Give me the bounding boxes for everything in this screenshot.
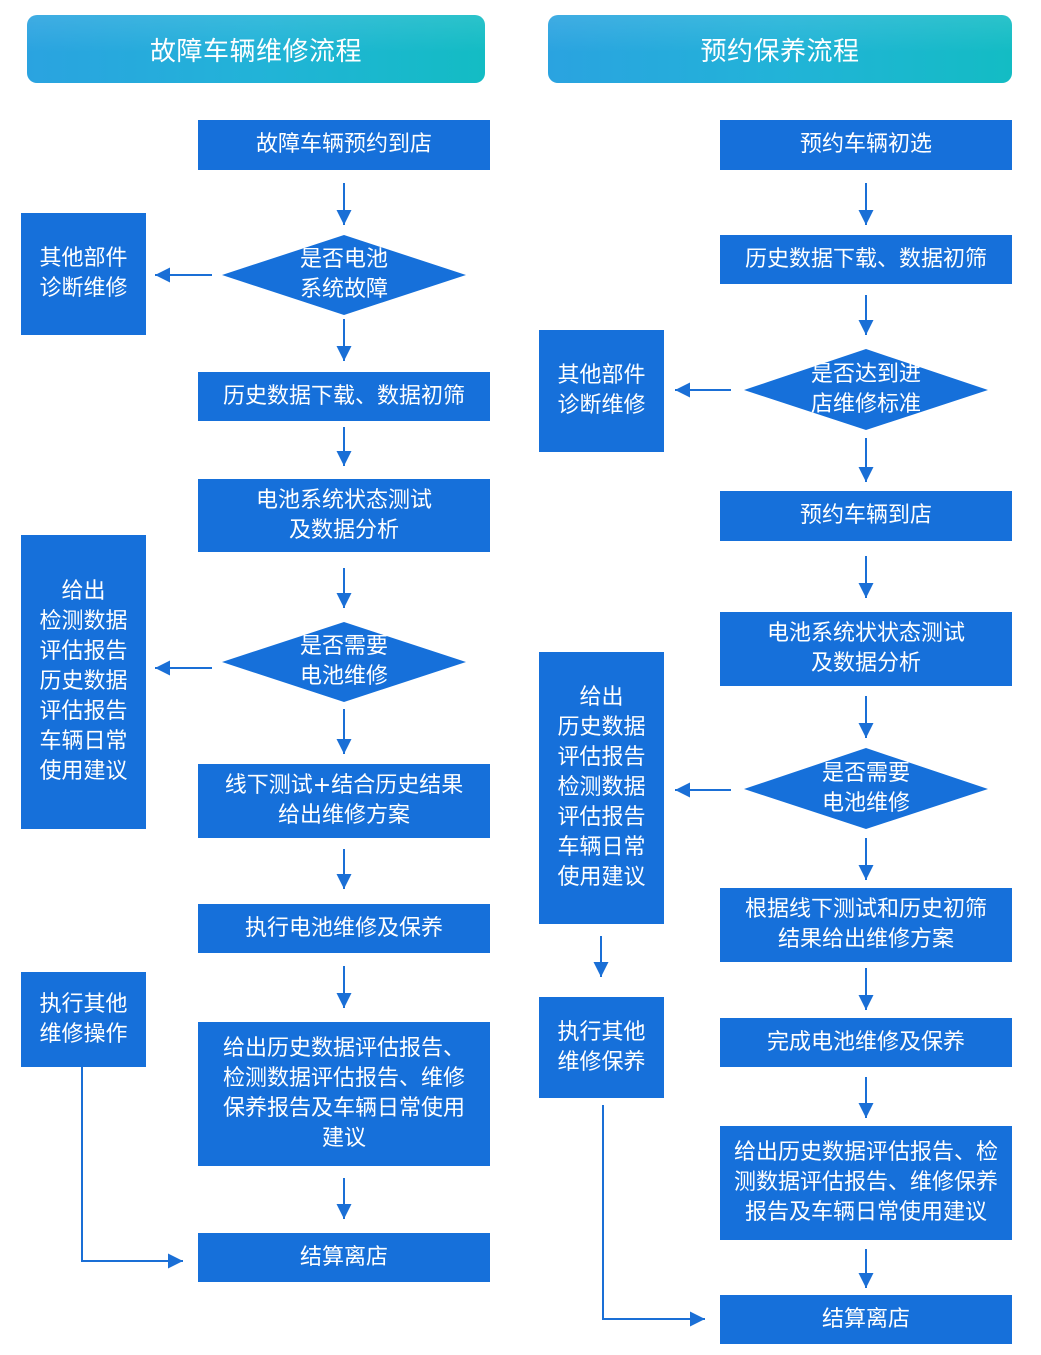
fault-side-other-repair: 执行其他 维修操作 — [21, 972, 146, 1067]
maintenance-header: 预约保养流程 — [548, 15, 1012, 83]
maint-step-preselect: 预约车辆初选 — [720, 120, 1012, 170]
fault-decision-need-repair-shape — [222, 622, 466, 702]
maint-step-reports: 给出历史数据评估报告、检 测数据评估报告、维修保养 报告及车辆日常使用建议 — [720, 1126, 1012, 1240]
maint-decision-meets-standard-label: 是否达到进 店维修标准 — [810, 361, 921, 417]
fault-step-appointment: 故障车辆预约到店 — [198, 120, 490, 170]
maint-step-arrival: 预约车辆到店 — [720, 491, 1012, 541]
maint-step-battery-test: 电池系统状状态测试 及数据分析 — [720, 612, 1012, 686]
fault-side-other-parts-diagnosis: 其他部件 诊断维修 — [21, 213, 146, 335]
fault-decision-battery-fault-label: 是否电池 系统故障 — [299, 247, 388, 302]
fault-step-reports: 给出历史数据评估报告、 检测数据评估报告、维修 保养报告及车辆日常使用 建议 — [198, 1022, 490, 1166]
maint-flow-connector-to-checkout — [602, 1105, 705, 1327]
maint-decision-meets-standard-shape — [744, 349, 988, 430]
maint-step-complete-repair: 完成电池维修及保养 — [720, 1018, 1012, 1067]
fault-step-checkout: 结算离店 — [198, 1233, 490, 1282]
maint-side-reports-advice: 给出 历史数据 评估报告 检测数据 评估报告 车辆日常 使用建议 — [539, 652, 664, 924]
maint-side-other-parts-diagnosis: 其他部件 诊断维修 — [539, 330, 664, 452]
maint-decision-need-repair-label: 是否需要 电池维修 — [821, 760, 910, 816]
fault-step-battery-test: 电池系统状态测试 及数据分析 — [198, 479, 490, 552]
fault-decision-need-repair-label: 是否需要 电池维修 — [299, 634, 388, 689]
fault-side-reports-advice: 给出 检测数据 评估报告 历史数据 评估报告 车辆日常 使用建议 — [21, 535, 146, 829]
maint-step-repair-plan: 根据线下测试和历史初筛 结果给出维修方案 — [720, 888, 1012, 962]
fault-flow-connector-to-checkout — [81, 1067, 183, 1269]
maint-step-data-download: 历史数据下载、数据初筛 — [720, 235, 1012, 284]
maint-side-other-maintenance: 执行其他 维修保养 — [539, 997, 664, 1098]
fault-step-data-download: 历史数据下载、数据初筛 — [198, 372, 490, 421]
fault-repair-header: 故障车辆维修流程 — [27, 15, 485, 83]
fault-step-execute-repair: 执行电池维修及保养 — [198, 904, 490, 953]
fault-step-repair-plan: 线下测试+结合历史结果 给出维修方案 — [198, 764, 490, 838]
maint-step-checkout: 结算离店 — [720, 1295, 1012, 1344]
maint-decision-need-repair-shape — [744, 748, 988, 829]
fault-decision-battery-fault-shape — [222, 235, 466, 315]
